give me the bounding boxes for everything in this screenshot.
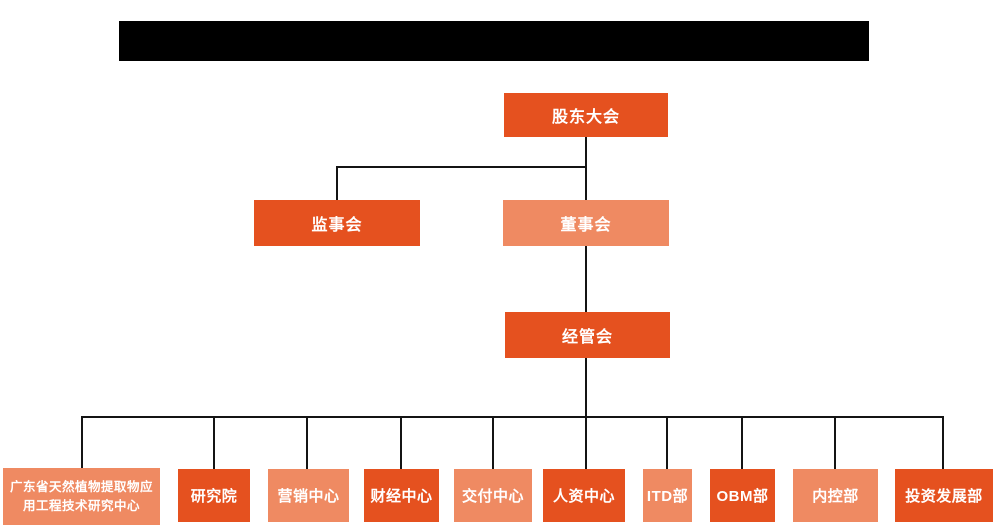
connector-drop-control bbox=[834, 416, 836, 469]
org-node-research-institute: 研究院 bbox=[178, 469, 250, 522]
connector-drop-itd bbox=[666, 416, 668, 469]
org-node-investment-development-department: 投资发展部 bbox=[895, 469, 993, 522]
org-node-guangdong-natural-plant-extract-engineering-center: 广东省天然植物提取物应 用工程技术研究中心 bbox=[3, 468, 160, 525]
org-node-hr-center: 人资中心 bbox=[543, 469, 625, 522]
connector-drop-marketing bbox=[306, 416, 308, 469]
org-node-delivery-center: 交付中心 bbox=[454, 469, 532, 522]
org-node-obm-department: OBM部 bbox=[710, 469, 775, 522]
redacted-title-bar bbox=[119, 21, 869, 61]
connector-drop-delivery bbox=[492, 416, 494, 469]
connector-bottom-horizontal bbox=[81, 416, 944, 418]
connector-board-to-management bbox=[585, 246, 587, 312]
connector-drop-research bbox=[213, 416, 215, 469]
connector-management-down bbox=[585, 358, 587, 417]
org-node-management-committee: 经管会 bbox=[505, 312, 670, 358]
org-node-itd-department: ITD部 bbox=[643, 469, 692, 522]
connector-drop-obm bbox=[741, 416, 743, 469]
connector-drop-hr bbox=[585, 416, 587, 469]
org-node-marketing-center: 营销中心 bbox=[268, 469, 349, 522]
connector-branch-horizontal bbox=[336, 166, 587, 168]
connector-supervisory-drop bbox=[336, 166, 338, 200]
org-node-internal-control-department: 内控部 bbox=[793, 469, 878, 522]
connector-drop-invest bbox=[942, 416, 944, 469]
org-node-supervisory-board: 监事会 bbox=[254, 200, 420, 246]
org-node-board-of-directors: 董事会 bbox=[503, 200, 669, 246]
connector-shareholders-down bbox=[585, 137, 587, 200]
connector-drop-finance bbox=[400, 416, 402, 469]
org-node-finance-center: 财经中心 bbox=[364, 469, 439, 522]
connector-drop-gdcenter bbox=[81, 416, 83, 469]
org-node-shareholders-meeting: 股东大会 bbox=[504, 93, 668, 137]
